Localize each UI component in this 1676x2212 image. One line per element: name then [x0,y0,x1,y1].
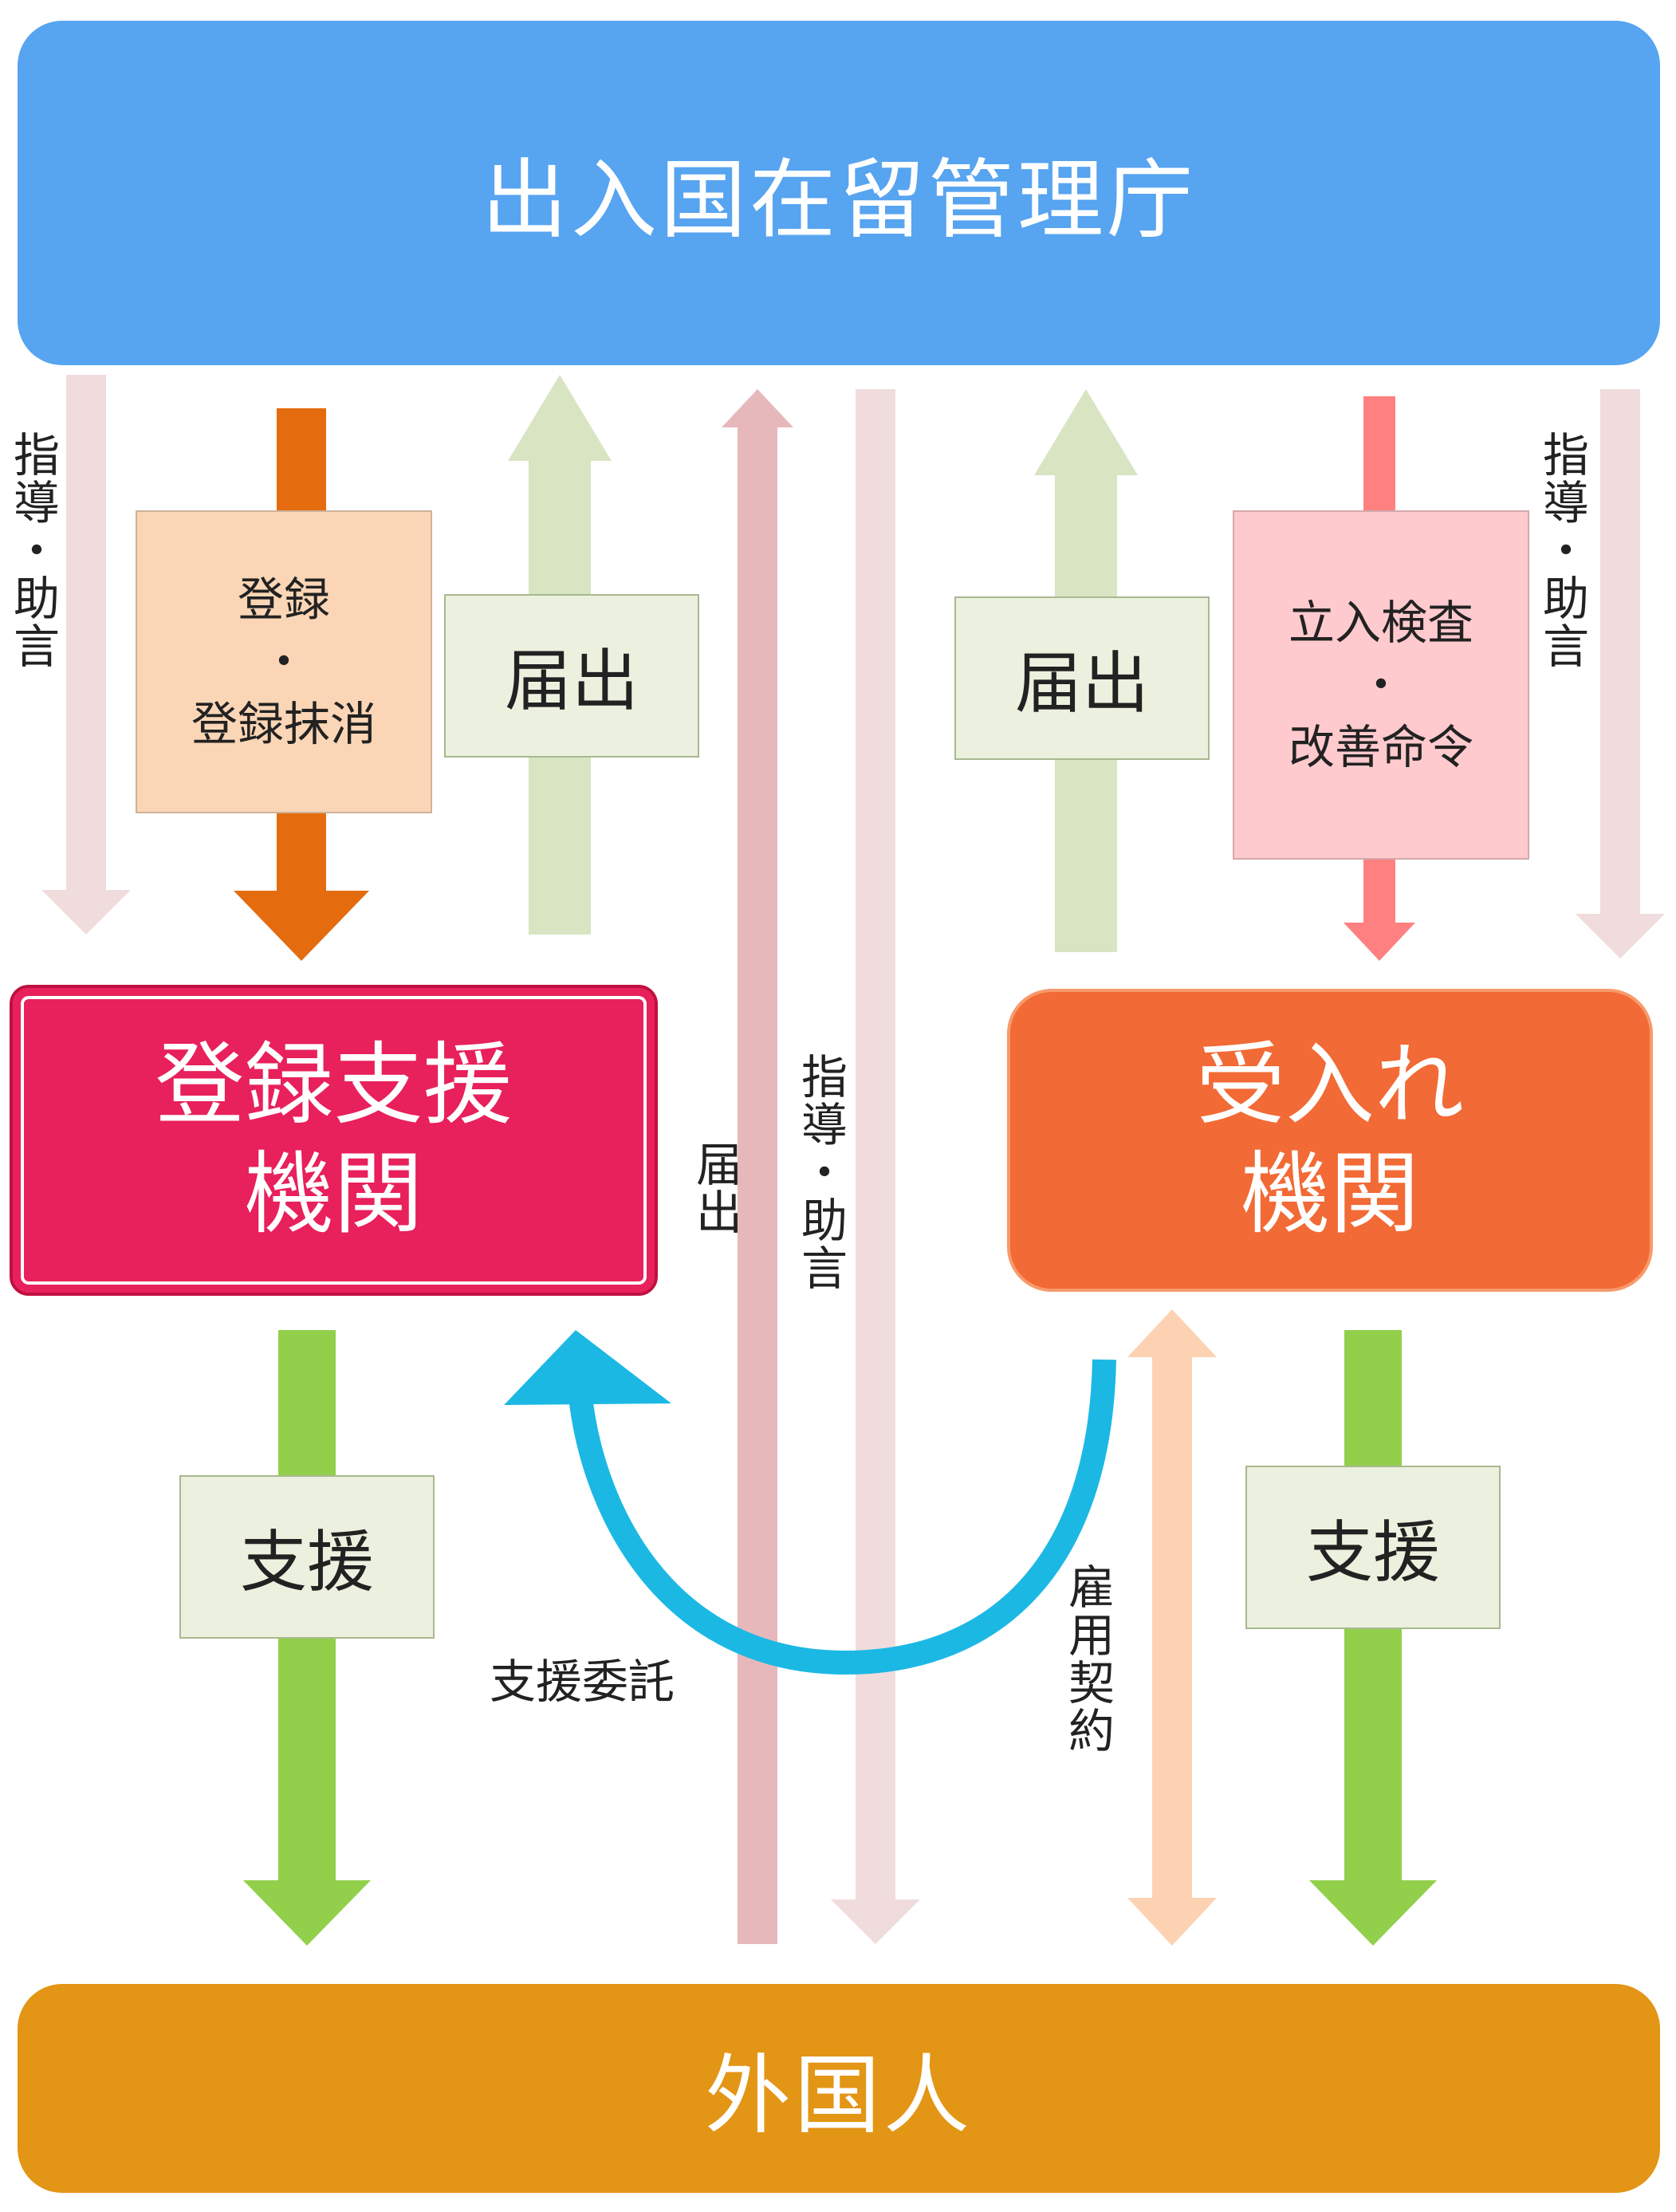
support-box-right: 支援 [1245,1466,1501,1629]
immigration-agency-label: 出入国在留管理庁 [481,151,1196,250]
foreigner-bar: 外国人 [18,1984,1660,2193]
employment-contract-label: 雇用契約 [1060,1563,1115,1754]
inspection-line2: ・ [1357,657,1404,712]
foreigner-label: 外国人 [704,2046,973,2146]
registered-support-org: 登録支援 機関 [10,985,658,1296]
guidance-right-label: 指導・助言 [1535,431,1589,670]
receiving-org-line1: 受入れ [1196,1033,1464,1138]
notify-box-right-label: 届出 [1014,644,1149,722]
receiving-org: 受入れ 機関 [1007,989,1653,1292]
support-box-left-label: 支援 [239,1523,374,1601]
registration-line1: 登録 [237,572,330,627]
notify-box-left-label: 届出 [504,642,639,720]
notify-box-left: 届出 [444,594,699,758]
support-consignment-label: 支援委託 [490,1655,675,1709]
inspection-line3: 改善命令 [1288,720,1473,775]
support-box-right-label: 支援 [1305,1513,1440,1592]
guidance-center-arrow [831,389,920,1944]
guidance-center-label: 指導・助言 [793,1053,848,1292]
support-consignment-arrow [504,1330,1116,1675]
receiving-org-line2: 機関 [1241,1143,1419,1246]
inspection-box: 立入検査 ・ 改善命令 [1233,510,1529,860]
immigration-agency-bar: 出入国在留管理庁 [18,21,1660,365]
guidance-left-arrow [41,375,131,935]
registered-support-org-line2: 機関 [244,1143,423,1246]
employment-contract-arrow [1127,1309,1217,1946]
notify-center-label: 届出 [688,1140,742,1236]
registration-box: 登録 ・ 登録抹消 [136,510,432,813]
inspection-line1: 立入検査 [1288,595,1473,650]
support-right-arrow [1309,1330,1437,1946]
guidance-left-label: 指導・助言 [6,431,60,670]
guidance-right-arrow [1576,389,1665,958]
support-box-left: 支援 [179,1475,435,1639]
notify-box-right: 届出 [954,596,1210,760]
notify-center-arrow [722,389,793,1944]
registration-line3: 登録抹消 [191,697,376,752]
registration-line2: ・ [260,634,307,689]
registered-support-org-line1: 登録支援 [155,1033,513,1138]
